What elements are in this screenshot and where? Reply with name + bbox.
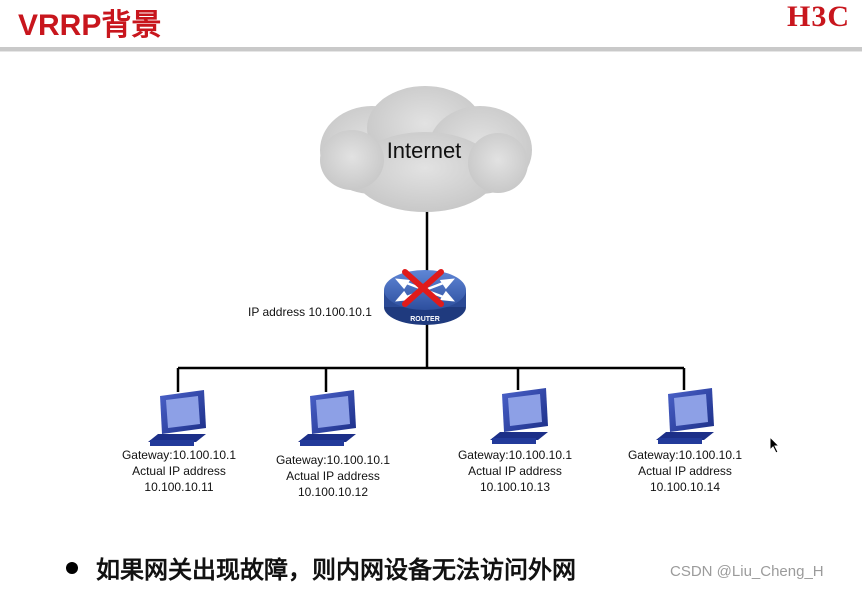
router-icon: ROUTER bbox=[384, 269, 466, 325]
cloud-label: Internet bbox=[387, 138, 462, 163]
watermark: CSDN @Liu_Cheng_H bbox=[670, 563, 824, 580]
mouse-cursor-icon bbox=[769, 436, 781, 454]
bullet-dot-icon bbox=[66, 562, 78, 574]
host-computer-icon bbox=[656, 388, 714, 444]
host-computer-icon bbox=[298, 390, 356, 446]
slide-title: VRRP背景 bbox=[18, 9, 162, 42]
host-gateway: Gateway:10.100.10.1 bbox=[627, 448, 743, 462]
h3c-logo: H3C bbox=[787, 0, 850, 33]
host-ip-caption: Actual IP address bbox=[286, 469, 380, 483]
host-gateway: Gateway:10.100.10.1 bbox=[121, 448, 237, 462]
router-ip-label: IP address 10.100.10.1 bbox=[248, 305, 372, 319]
header-divider-shadow bbox=[0, 51, 862, 52]
failure-x-icon bbox=[402, 269, 444, 307]
host-gateway: Gateway:10.100.10.1 bbox=[457, 448, 573, 462]
host-label-3: Gateway:10.100.10.1 Actual IP address 10… bbox=[440, 447, 590, 495]
router-badge: ROUTER bbox=[410, 316, 440, 323]
host-ip-caption: Actual IP address bbox=[132, 464, 226, 478]
host-ip-caption: Actual IP address bbox=[468, 464, 562, 478]
network-links bbox=[176, 208, 686, 392]
bullet-text: 如果网关出现故障，则内网设备无法访问外网 bbox=[96, 556, 576, 584]
host-ip: 10.100.10.14 bbox=[649, 480, 721, 494]
host-computer-icon bbox=[490, 388, 548, 444]
host-gateway: Gateway:10.100.10.1 bbox=[275, 453, 391, 467]
host-computer-icon bbox=[148, 390, 206, 446]
host-ip: 10.100.10.13 bbox=[479, 480, 551, 494]
host-label-4: Gateway:10.100.10.1 Actual IP address 10… bbox=[610, 447, 760, 495]
bullet-point: 如果网关出现故障，则内网设备无法访问外网 bbox=[66, 550, 576, 585]
host-label-1: Gateway:10.100.10.1 Actual IP address 10… bbox=[104, 447, 254, 495]
internet-cloud: Internet bbox=[320, 86, 532, 212]
header-divider bbox=[0, 47, 862, 51]
host-ip-caption: Actual IP address bbox=[638, 464, 732, 478]
host-ip: 10.100.10.12 bbox=[297, 485, 369, 499]
host-label-2: Gateway:10.100.10.1 Actual IP address 10… bbox=[258, 452, 408, 500]
host-ip: 10.100.10.11 bbox=[144, 480, 214, 494]
slide-header: VRRP背景 H3C bbox=[0, 0, 862, 48]
